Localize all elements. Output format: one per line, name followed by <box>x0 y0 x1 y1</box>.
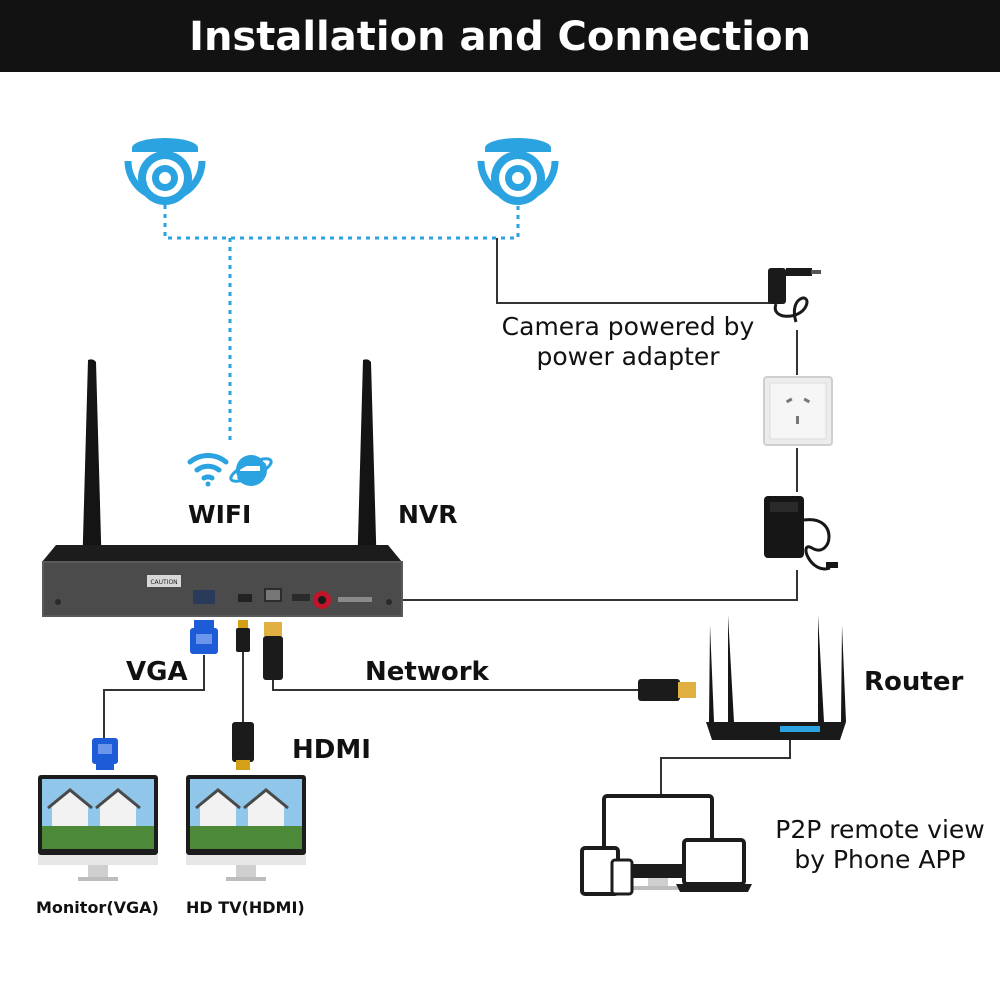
nvr-label: NVR <box>398 500 458 529</box>
wifi-label: WIFI <box>188 500 252 529</box>
camera-power-cable <box>400 238 798 601</box>
camera-power-label: Camera powered by power adapter <box>478 312 778 372</box>
p2p-label-line2: by Phone APP <box>794 845 966 874</box>
laptop-icon <box>676 838 752 892</box>
network-label: Network <box>365 657 489 687</box>
nvr-device: CAUTION <box>42 545 403 617</box>
wifi-link-lines <box>163 205 520 445</box>
nvr-caution-label: CAUTION <box>150 579 177 586</box>
vga-label: VGA <box>126 657 188 687</box>
title-banner: Installation and Connection <box>0 0 1000 72</box>
device-cables <box>103 652 791 795</box>
tv-icon <box>186 775 306 881</box>
internet-explorer-icon <box>229 451 273 486</box>
page-title: Installation and Connection <box>189 14 811 60</box>
wall-socket-icon <box>763 376 833 446</box>
hdmi-label: HDMI <box>292 735 371 765</box>
camera-power-label-line1: Camera powered by <box>501 312 755 341</box>
hdmi-connector-icon <box>232 722 254 770</box>
wifi-icon <box>187 453 229 487</box>
monitor-label: Monitor(VGA) <box>36 898 159 917</box>
power-adapter-icon <box>764 496 838 571</box>
rj45-connector-icon <box>263 622 283 680</box>
rj45-connector-icon <box>638 679 696 701</box>
router-label: Router <box>864 667 964 697</box>
phone-icon <box>610 858 634 896</box>
hdmi-connector-icon <box>236 620 250 652</box>
router-icon <box>706 615 846 740</box>
camera-icon <box>124 138 206 205</box>
monitor-icon <box>38 775 158 881</box>
vga-connector-icon <box>92 738 118 770</box>
p2p-label-line1: P2P remote view <box>775 815 985 844</box>
vga-connector-icon <box>190 620 218 654</box>
hd-tv-label: HD TV(HDMI) <box>186 898 305 917</box>
camera-icon <box>477 138 559 205</box>
p2p-label: P2P remote view by Phone APP <box>760 815 1000 875</box>
camera-power-label-line2: power adapter <box>536 342 720 371</box>
power-adapter-icon <box>768 268 821 323</box>
